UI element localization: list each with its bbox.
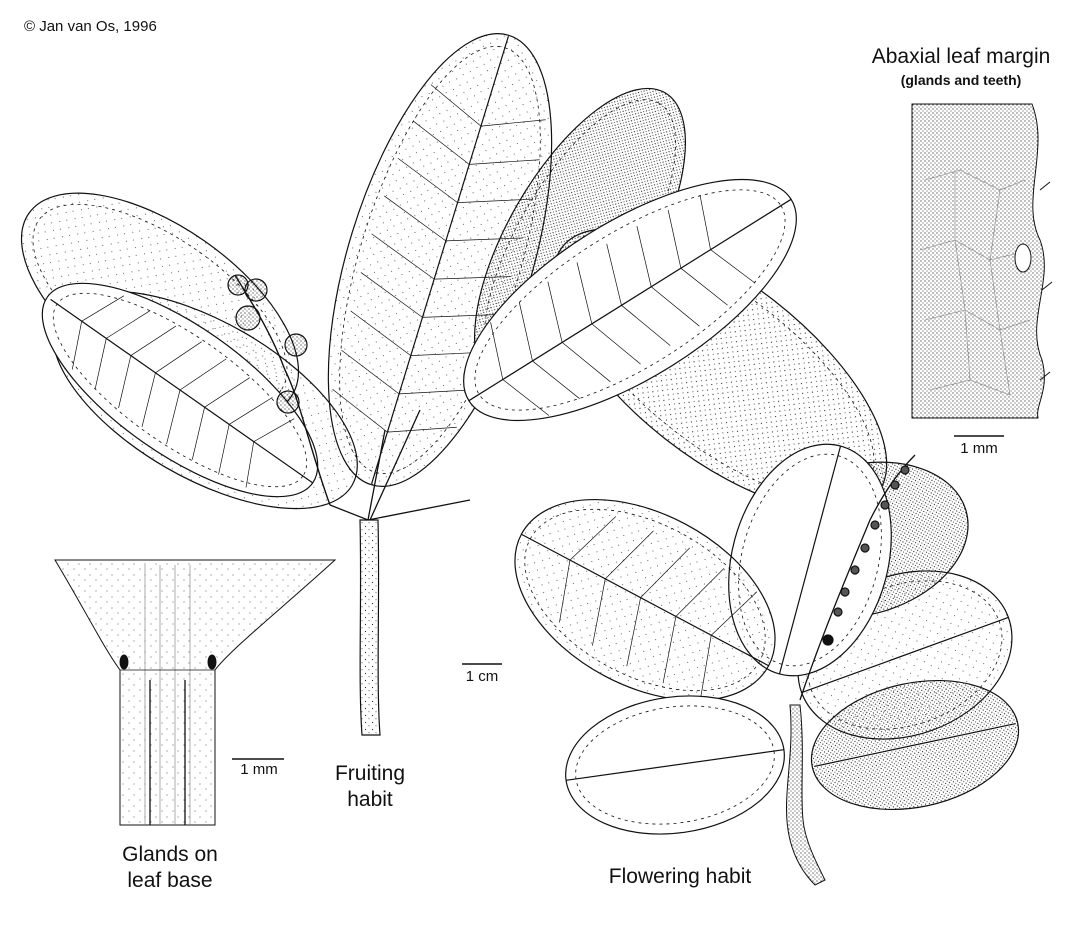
infructescence bbox=[227, 274, 331, 506]
margin-detail-subtitle: (glands and teeth) bbox=[900, 72, 1022, 88]
fruiting-leaf-upper bbox=[327, 33, 553, 487]
fruiting-habit-drawing bbox=[20, 33, 888, 736]
leaf-base-scale-label: 1 mm bbox=[240, 761, 278, 778]
centimeter-scale-label: 1 cm bbox=[465, 668, 499, 685]
flowering-habit-caption: Flowering habit bbox=[608, 865, 752, 888]
leaf-base-caption: Glands on leaf base bbox=[70, 842, 270, 895]
fruiting-leaf-left bbox=[41, 282, 319, 498]
flowering-stem bbox=[785, 704, 826, 886]
flowering-leaf-lower-left bbox=[565, 695, 785, 835]
margin-scale-label: 1 mm bbox=[960, 440, 998, 457]
fruiting-caption-line2: habit bbox=[347, 788, 393, 812]
flowering-leaf-left bbox=[514, 498, 776, 702]
fruiting-leaf-right bbox=[463, 178, 797, 422]
leaf-base-drawing bbox=[54, 559, 337, 826]
flowering-habit-drawing bbox=[514, 443, 1020, 886]
margin-detail-drawing bbox=[911, 103, 1053, 419]
fruiting-caption-line1: Fruiting bbox=[334, 762, 406, 785]
leaf-base-caption-line2: leaf base bbox=[127, 869, 213, 893]
inflorescence bbox=[799, 454, 916, 701]
flowering-leaf-lower-right bbox=[810, 679, 1020, 811]
copyright-credit: © Jan van Os, 1996 bbox=[24, 18, 157, 35]
leaf-base-caption-line1: Glands on bbox=[122, 843, 218, 866]
fruiting-stem bbox=[329, 409, 471, 736]
fruiting-habit-caption: Fruiting habit bbox=[300, 761, 440, 814]
margin-detail-title: Abaxial leaf margin bbox=[871, 45, 1051, 68]
